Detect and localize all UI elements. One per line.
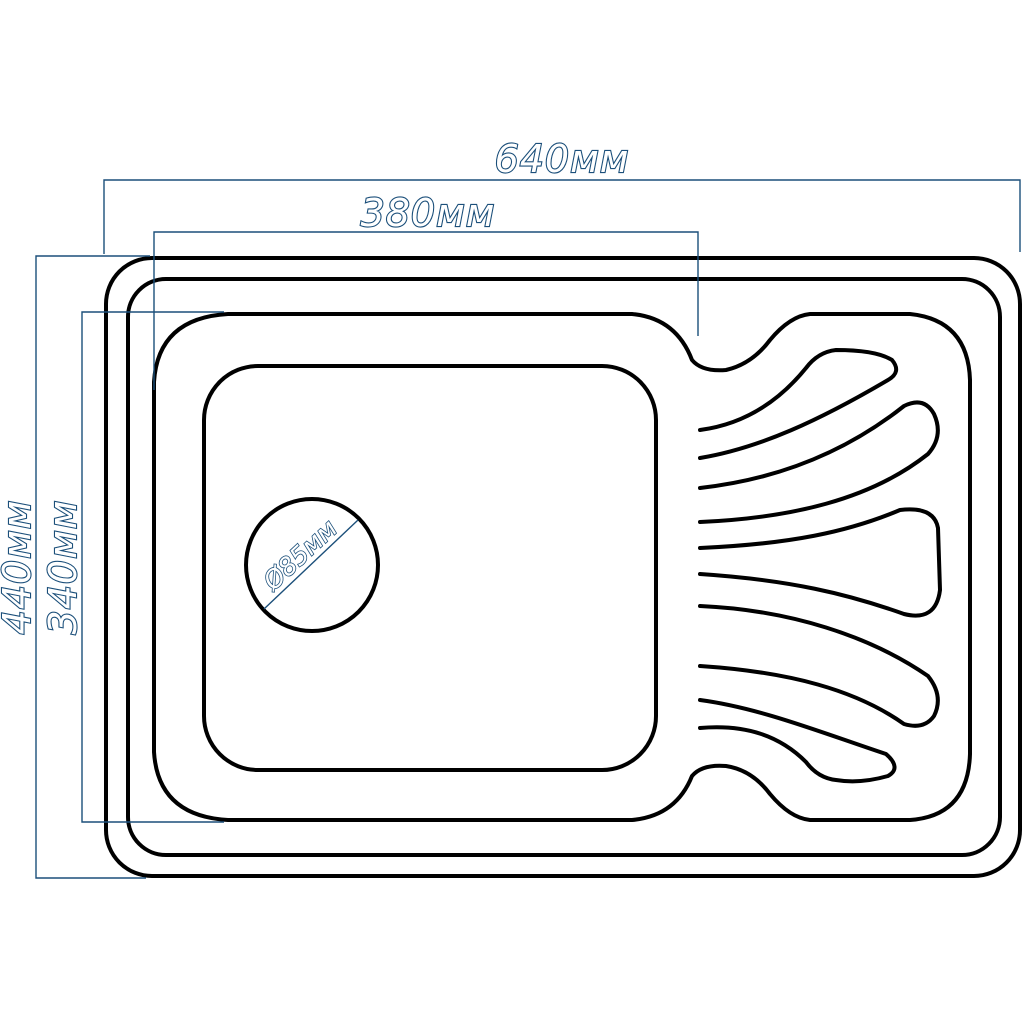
dim-label-total-depth: 440мм: [0, 500, 39, 635]
dim-label-total-width: 640мм: [495, 137, 630, 181]
sink-inner-rim: [126, 277, 1002, 857]
drainboard-groove-5: [698, 698, 897, 784]
dim-line-drain-diameter: [263, 519, 359, 610]
drainboard-groove-2: [698, 400, 940, 524]
dim-label-bowl-depth: 340мм: [41, 500, 85, 635]
bowl-and-drainboard-outline: [152, 312, 972, 822]
dim-line-bowl-width: [153, 231, 699, 390]
inner-bowl: [202, 364, 658, 772]
dim-line-bowl-depth: [81, 311, 224, 823]
sink-outer-rim: [104, 256, 1022, 878]
drainboard-groove-4: [698, 604, 940, 728]
dim-line-total-width: [103, 179, 1021, 254]
dim-label-drain-diameter: Ø85мм: [257, 514, 343, 597]
dim-line-total-depth: [35, 255, 150, 879]
drainboard-groove-3: [698, 507, 942, 618]
drain-hole: [244, 497, 380, 633]
drainboard-groove-1: [698, 348, 899, 460]
dim-label-bowl-width: 380мм: [361, 191, 496, 235]
